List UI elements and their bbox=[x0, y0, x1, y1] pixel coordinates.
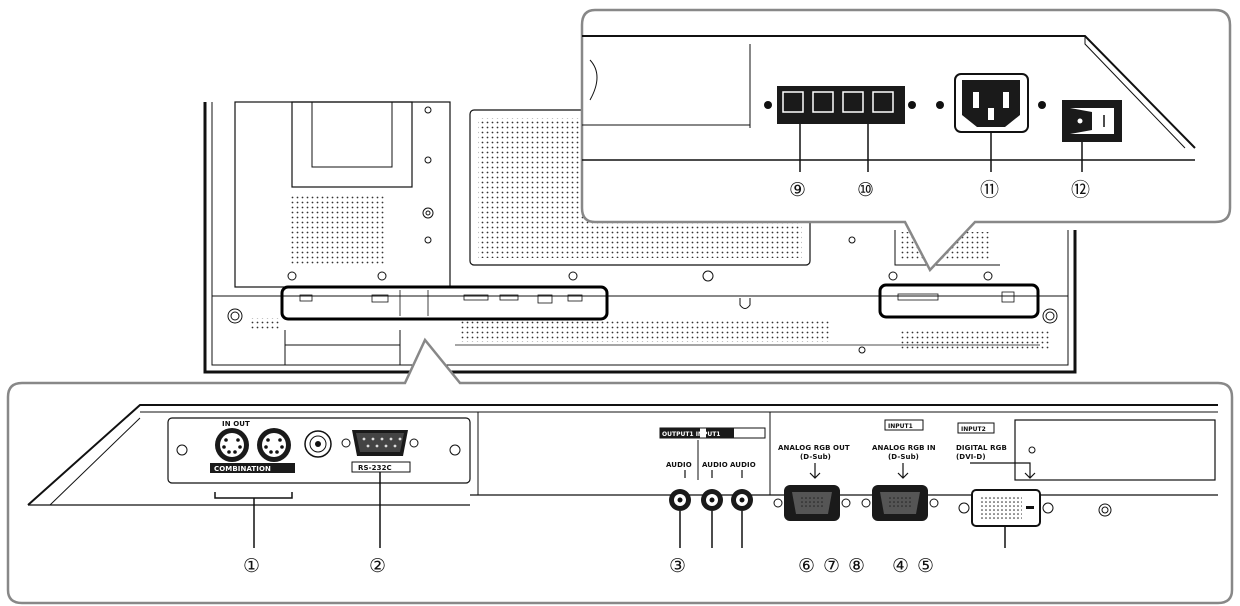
callout-12: ⑫ bbox=[1071, 179, 1090, 201]
rs232c-label: RS-232C bbox=[358, 464, 392, 472]
callout-11: ⑪ bbox=[980, 179, 999, 201]
input-inset bbox=[6, 337, 1234, 605]
callout-4: ④ bbox=[892, 555, 909, 577]
digital-rgb-label: DIGITAL RGB bbox=[956, 444, 1007, 452]
power-inset bbox=[580, 8, 1232, 273]
callout-3: ③ bbox=[669, 555, 686, 577]
callout-1: ① bbox=[243, 555, 260, 577]
audio-label-2: AUDIO bbox=[702, 461, 728, 469]
callout-9: ⑨ bbox=[789, 179, 806, 201]
analog-rgb-out-label: ANALOG RGB OUT bbox=[778, 444, 850, 452]
audio-jacks bbox=[669, 489, 753, 511]
combination-ports bbox=[210, 428, 332, 473]
power-connector-highlight bbox=[878, 283, 1040, 319]
combination-label: COMBINATION bbox=[214, 465, 271, 473]
audio-label-3: AUDIO bbox=[730, 461, 756, 469]
analog-rgb-ports bbox=[773, 485, 939, 521]
input1-label: INPUT1 bbox=[888, 423, 913, 430]
combination-in-out-label: IN OUT bbox=[222, 420, 250, 428]
rs232c-port bbox=[341, 430, 419, 473]
input2-label: INPUT2 bbox=[961, 426, 986, 433]
bottom-connector-highlight bbox=[280, 285, 609, 321]
callout-5: ⑤ bbox=[917, 555, 934, 577]
ac-inlet bbox=[936, 73, 1046, 133]
analog-rgb-in-sub-label: (D-Sub) bbox=[888, 453, 919, 461]
callout-7: ⑦ bbox=[823, 555, 840, 577]
callout-6: ⑥ bbox=[798, 555, 815, 577]
analog-rgb-out-sub-label: (D-Sub) bbox=[800, 453, 831, 461]
output1-input1-label: OUTPUT1 INPUT1 bbox=[662, 431, 720, 438]
dvi-port bbox=[958, 489, 1054, 527]
analog-rgb-in-label: ANALOG RGB IN bbox=[872, 444, 936, 452]
digital-rgb-sub-label: (DVI-D) bbox=[956, 453, 986, 461]
power-switch bbox=[1062, 100, 1122, 142]
callout-10: ⑩ bbox=[857, 179, 874, 201]
audio-label-1: AUDIO bbox=[666, 461, 692, 469]
callout-2: ② bbox=[369, 555, 386, 577]
callout-8: ⑧ bbox=[848, 555, 865, 577]
speaker-terminals bbox=[764, 86, 916, 124]
